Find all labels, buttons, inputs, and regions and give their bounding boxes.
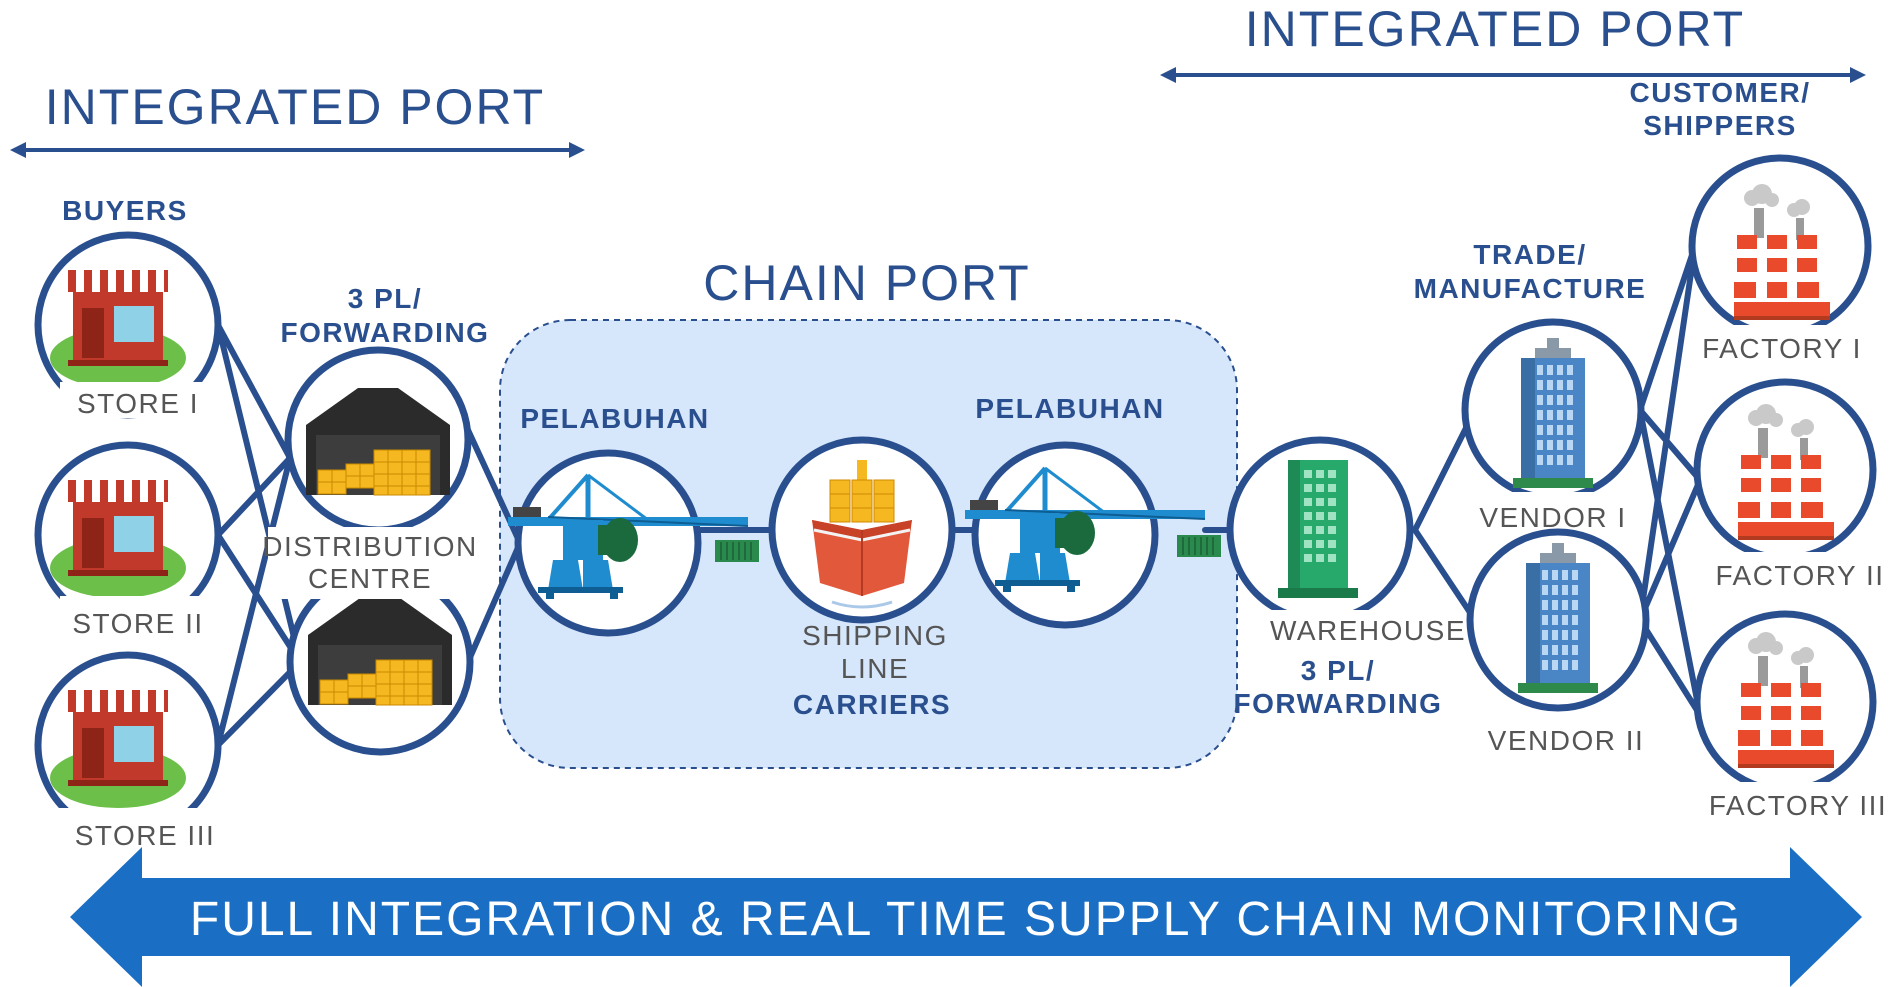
store-3-label: STORE III (75, 820, 216, 851)
pelabuhan-left-node (508, 449, 760, 637)
factory-3-label: FACTORY III (1709, 790, 1887, 821)
shipping-line-label-line2: LINE (841, 653, 909, 684)
distribution-label-line1: DISTRIBUTION (262, 531, 478, 562)
forwarding-right-line2: FORWARDING (1234, 688, 1443, 719)
trade-label-line1: TRADE/ (1473, 239, 1586, 270)
integrated-port-left-title: INTEGRATED PORT (45, 79, 545, 135)
customer-label-line1: CUSTOMER/ (1630, 77, 1811, 108)
pelabuhan-right-node (965, 441, 1222, 629)
container-icon (714, 539, 760, 563)
office-building-icon (1513, 338, 1593, 488)
store-2-label: STORE II (72, 608, 203, 639)
pelabuhan-right-label: PELABUHAN (975, 393, 1164, 424)
distribution-label-line2: CENTRE (308, 563, 432, 594)
warehouse-label: WAREHOUSE (1270, 615, 1466, 646)
carriers-label: CARRIERS (793, 689, 951, 720)
office-building-icon (1518, 543, 1598, 693)
container-icon (1176, 534, 1222, 558)
arrow-right-head-icon (569, 142, 585, 158)
store-node-1: STORE I (34, 231, 222, 419)
vendor-node-1: VENDOR I (1461, 318, 1645, 533)
factory-node-1: FACTORY I (1688, 154, 1880, 364)
shipping-line-label-line1: SHIPPING (802, 620, 948, 651)
forwarding-left-line2: FORWARDING (281, 317, 490, 348)
pelabuhan-left-label: PELABUHAN (520, 403, 709, 434)
store-node-3: STORE III (34, 651, 225, 851)
arrow-left-head-icon (10, 142, 26, 158)
factory-node-2: FACTORY II (1693, 378, 1890, 591)
office-building-icon (1278, 460, 1358, 598)
integration-banner-text: FULL INTEGRATION & REAL TIME SUPPLY CHAI… (190, 893, 1742, 946)
arrow-right-head-icon (1850, 67, 1866, 83)
distribution-node-1 (284, 346, 472, 534)
integrated-port-left: INTEGRATED PORT (10, 79, 585, 158)
factory-2-label: FACTORY II (1715, 560, 1884, 591)
forwarding-right-line1: 3 PL/ (1301, 655, 1375, 686)
buyers-label: BUYERS (62, 195, 188, 226)
chain-port-title: CHAIN PORT (703, 255, 1030, 311)
integration-banner: FULL INTEGRATION & REAL TIME SUPPLY CHAI… (70, 847, 1862, 987)
store-1-label: STORE I (77, 388, 199, 419)
shipping-line-node (768, 436, 956, 624)
trade-label-line2: MANUFACTURE (1414, 273, 1647, 304)
store-node-2: STORE II (34, 441, 222, 639)
warehouse-node (1226, 436, 1414, 624)
vendor-1-label: VENDOR I (1479, 502, 1626, 533)
arrow-left-head-icon (1160, 67, 1176, 83)
integrated-port-right-title: INTEGRATED PORT (1245, 1, 1745, 57)
factory-1-label: FACTORY I (1702, 333, 1862, 364)
double-arrow-banner-icon (70, 847, 1862, 987)
vendor-node-2: VENDOR II (1466, 528, 1655, 756)
vendor-2-label: VENDOR II (1488, 725, 1645, 756)
customer-label-line2: SHIPPERS (1643, 110, 1797, 141)
factory-node-3: FACTORY III (1693, 610, 1892, 821)
integrated-port-right: INTEGRATED PORT (1160, 1, 1866, 83)
forwarding-left-line1: 3 PL/ (348, 283, 422, 314)
